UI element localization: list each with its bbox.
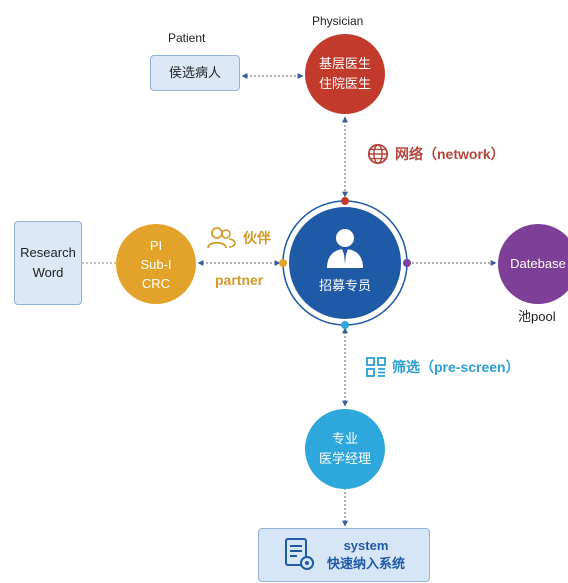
physician-caption: Physician	[312, 14, 364, 28]
globe-icon	[367, 143, 389, 165]
system-line2: 快速纳入系统	[326, 556, 405, 571]
physician-circle[interactable]: 基层医生 住院医生	[305, 34, 385, 114]
pi-circle[interactable]: PI Sub-I CRC	[116, 224, 196, 304]
prescreen-label-text: 筛选（pre-screen）	[392, 359, 520, 375]
system-box[interactable]: system 快速纳入系统	[258, 528, 430, 582]
medical-line2: 医学经理	[318, 451, 371, 466]
ring-dot-left	[279, 259, 287, 267]
center-circle[interactable]: 招募专员	[289, 207, 401, 319]
document-gear-icon	[284, 538, 314, 570]
person-icon	[327, 229, 363, 268]
ring-dot-right	[403, 259, 411, 267]
filter-icon	[366, 357, 386, 377]
research-line1: Research	[20, 245, 76, 260]
pi-line1: PI	[149, 237, 163, 253]
network-label-text: 网络（network）	[395, 146, 505, 162]
center-label: 招募专员	[318, 278, 371, 293]
physician-line2: 住院医生	[318, 76, 371, 91]
patient-box[interactable]: 侯选病人	[150, 55, 240, 91]
system-line1: system	[343, 538, 389, 553]
pi-line3: CRC	[141, 275, 171, 291]
people-icon	[207, 227, 236, 249]
network-label: 网络（network）	[367, 143, 505, 165]
physician-line1: 基层医生	[318, 56, 371, 71]
partner-label-en: partner	[215, 272, 264, 288]
ring-dot-bottom	[341, 321, 349, 329]
patient-box-label: 侯选病人	[168, 65, 221, 80]
medical-line1: 专业	[331, 431, 358, 446]
ring-dot-top	[341, 197, 349, 205]
research-line2: Word	[32, 265, 64, 280]
prescreen-label: 筛选（pre-screen）	[366, 357, 520, 377]
partner-label-cn: 伙伴	[205, 226, 271, 250]
medical-circle[interactable]: 专业 医学经理	[305, 409, 385, 489]
patient-caption: Patient	[168, 31, 206, 45]
database-caption: 池pool	[518, 309, 556, 324]
database-label: Datebase	[510, 256, 566, 271]
research-box[interactable]: Research Word	[14, 221, 82, 305]
partner-cn-text: 伙伴	[243, 230, 271, 246]
pi-line2: Sub-I	[140, 256, 172, 272]
database-circle[interactable]: Datebase	[498, 224, 568, 304]
